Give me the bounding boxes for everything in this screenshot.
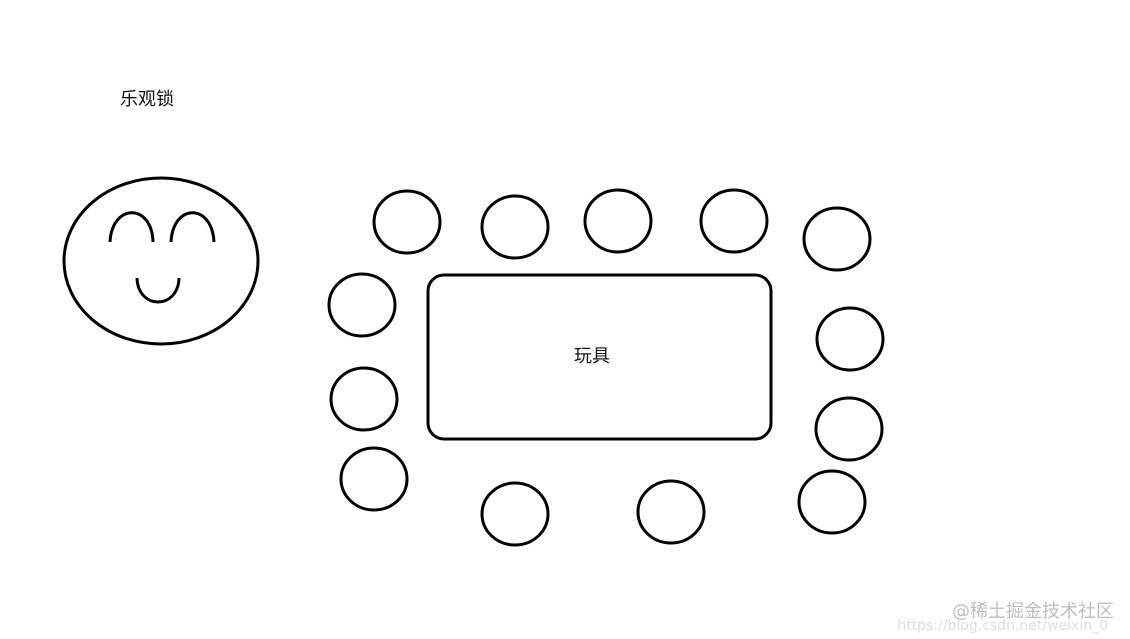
face-outline (62, 176, 260, 346)
thread-circle (814, 396, 884, 462)
thread-circle (329, 366, 399, 432)
watermark-url: https://blog.csdn.net/weixin_0 (897, 618, 1108, 634)
diagram-title: 乐观锁 (120, 89, 174, 110)
smiley-face-icon (62, 176, 260, 346)
toy-box (426, 273, 773, 441)
thread-circles (327, 188, 885, 547)
thread-circle (583, 188, 653, 254)
toy-box-label: 玩具 (574, 346, 610, 367)
thread-circle (797, 469, 867, 535)
thread-circle (327, 272, 397, 338)
left-eye (108, 211, 155, 243)
thread-circle (480, 481, 550, 547)
thread-circle (636, 479, 706, 545)
right-eye (169, 211, 216, 243)
thread-circle (372, 189, 442, 255)
thread-circle (339, 446, 409, 512)
thread-circle (802, 206, 872, 272)
thread-circle (699, 188, 769, 254)
watermark: @稀土掘金技术社区 (952, 601, 1114, 622)
thread-circle (480, 194, 550, 260)
thread-circle (815, 306, 885, 372)
smile (135, 277, 181, 304)
